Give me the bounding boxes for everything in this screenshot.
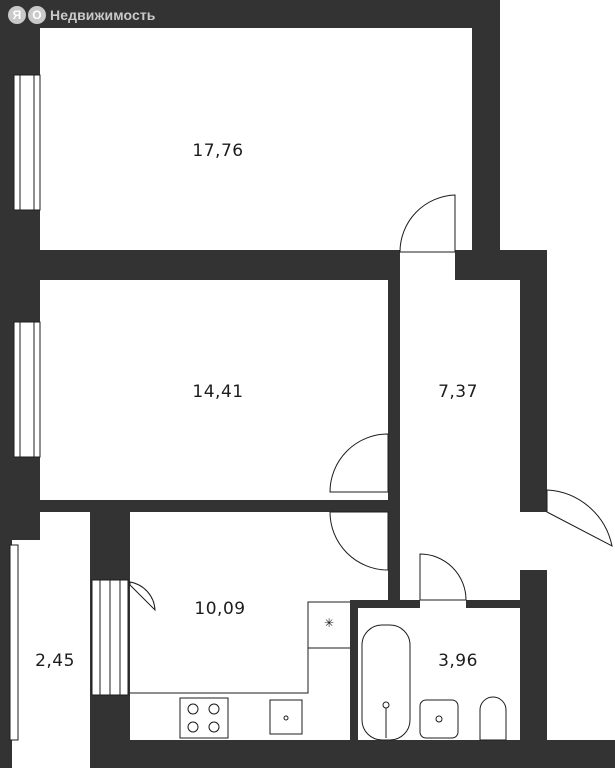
wall-bath-left <box>350 600 358 745</box>
fridge-icon: ✳ <box>324 616 334 630</box>
watermark-text: Недвижимость <box>50 7 156 23</box>
wall-hall-bottom-stub <box>388 520 400 608</box>
windows <box>9 74 129 741</box>
wall-bath-top-right <box>466 600 526 608</box>
door-bedroom-2 <box>329 433 389 493</box>
wall-bedroom-divider <box>0 250 392 280</box>
door-balcony <box>129 581 156 612</box>
doors <box>129 194 613 612</box>
window-balcony <box>9 544 19 741</box>
wall-kitchen-top <box>0 500 392 512</box>
window-bedroom-2 <box>13 321 41 458</box>
door-kitchen <box>329 511 389 571</box>
wall-balcony-left <box>0 540 12 768</box>
wall-hallway-left <box>388 250 400 520</box>
bathtub <box>361 624 411 741</box>
room-labels: 17,76 14,41 7,37 10,09 2,45 3,96 <box>35 141 478 671</box>
kitchen-sink <box>269 699 303 735</box>
window-bedroom-1 <box>13 74 41 211</box>
room-area-kitchen: 10,09 <box>194 599 245 619</box>
outer-wall-right-bath <box>520 570 547 768</box>
bathroom-fixtures <box>361 624 507 741</box>
outer-wall-right-upper <box>472 0 500 252</box>
door-bathroom <box>419 553 467 601</box>
door-entrance <box>546 489 613 547</box>
wall-bath-top-left <box>350 600 420 608</box>
wall-kitchen-top-right <box>350 500 392 512</box>
room-area-bathroom: 3,96 <box>438 651 478 671</box>
room-area-bedroom-1: 17,76 <box>192 141 243 161</box>
toilet <box>479 696 507 741</box>
door-bedroom-1 <box>399 194 456 253</box>
room-area-hallway: 7,37 <box>438 382 478 402</box>
outer-wall-top <box>0 0 500 28</box>
outer-wall-right-lower <box>520 250 547 512</box>
room-area-balcony: 2,45 <box>35 651 75 671</box>
kitchen-counter <box>130 601 350 694</box>
stove <box>179 697 229 739</box>
washbasin <box>419 699 459 739</box>
room-area-bedroom-2: 14,41 <box>192 382 243 402</box>
kitchen-fixtures: ✳ <box>130 601 350 739</box>
